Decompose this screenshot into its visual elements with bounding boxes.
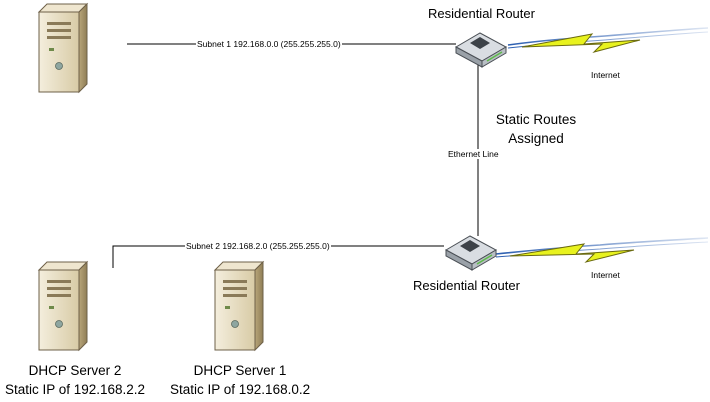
dhcp-server-2-ip: Static IP of 192.168.2.2: [4, 382, 146, 397]
dhcp-server-1-caption: DHCP Server 1 Static IP of 192.168.0.2: [170, 361, 310, 399]
dhcp-server-2-name: DHCP Server 2: [28, 363, 122, 378]
dhcp-server-2-icon[interactable]: [38, 261, 88, 351]
dhcp-server-1-name: DHCP Server 1: [193, 363, 287, 378]
subnet1-label: Subnet 1 192.168.0.0 (255.255.255.0): [196, 39, 342, 49]
internet-link-top: [507, 27, 709, 53]
lightning-bolt-icon: [521, 33, 641, 53]
dhcp-server-1-icon[interactable]: [214, 261, 264, 351]
internet-top-label: Internet: [591, 70, 620, 80]
router-top-icon[interactable]: [455, 32, 507, 68]
router-bottom-icon[interactable]: [445, 235, 497, 271]
server-top-icon[interactable]: [38, 3, 88, 93]
router-bottom-label: Residential Router: [413, 278, 520, 293]
lightning-bolt-icon: [509, 243, 635, 263]
subnet2-line: [112, 245, 444, 268]
dhcp-server-1-ip: Static IP of 192.168.0.2: [170, 382, 311, 397]
static-routes-line2: Assigned: [508, 131, 564, 146]
router-top-label: Residential Router: [428, 6, 535, 21]
internet-bottom-label: Internet: [591, 270, 620, 280]
subnet2-label: Subnet 2 192.168.2.0 (255.255.255.0): [185, 241, 331, 251]
dhcp-server-2-caption: DHCP Server 2 Static IP of 192.168.2.2: [0, 361, 150, 399]
internet-link-bottom: [495, 237, 709, 263]
static-routes-line1: Static Routes: [495, 112, 577, 127]
static-routes-label: Static Routes Assigned: [486, 110, 586, 148]
ethernet-line-label: Ethernet Line: [447, 149, 500, 159]
